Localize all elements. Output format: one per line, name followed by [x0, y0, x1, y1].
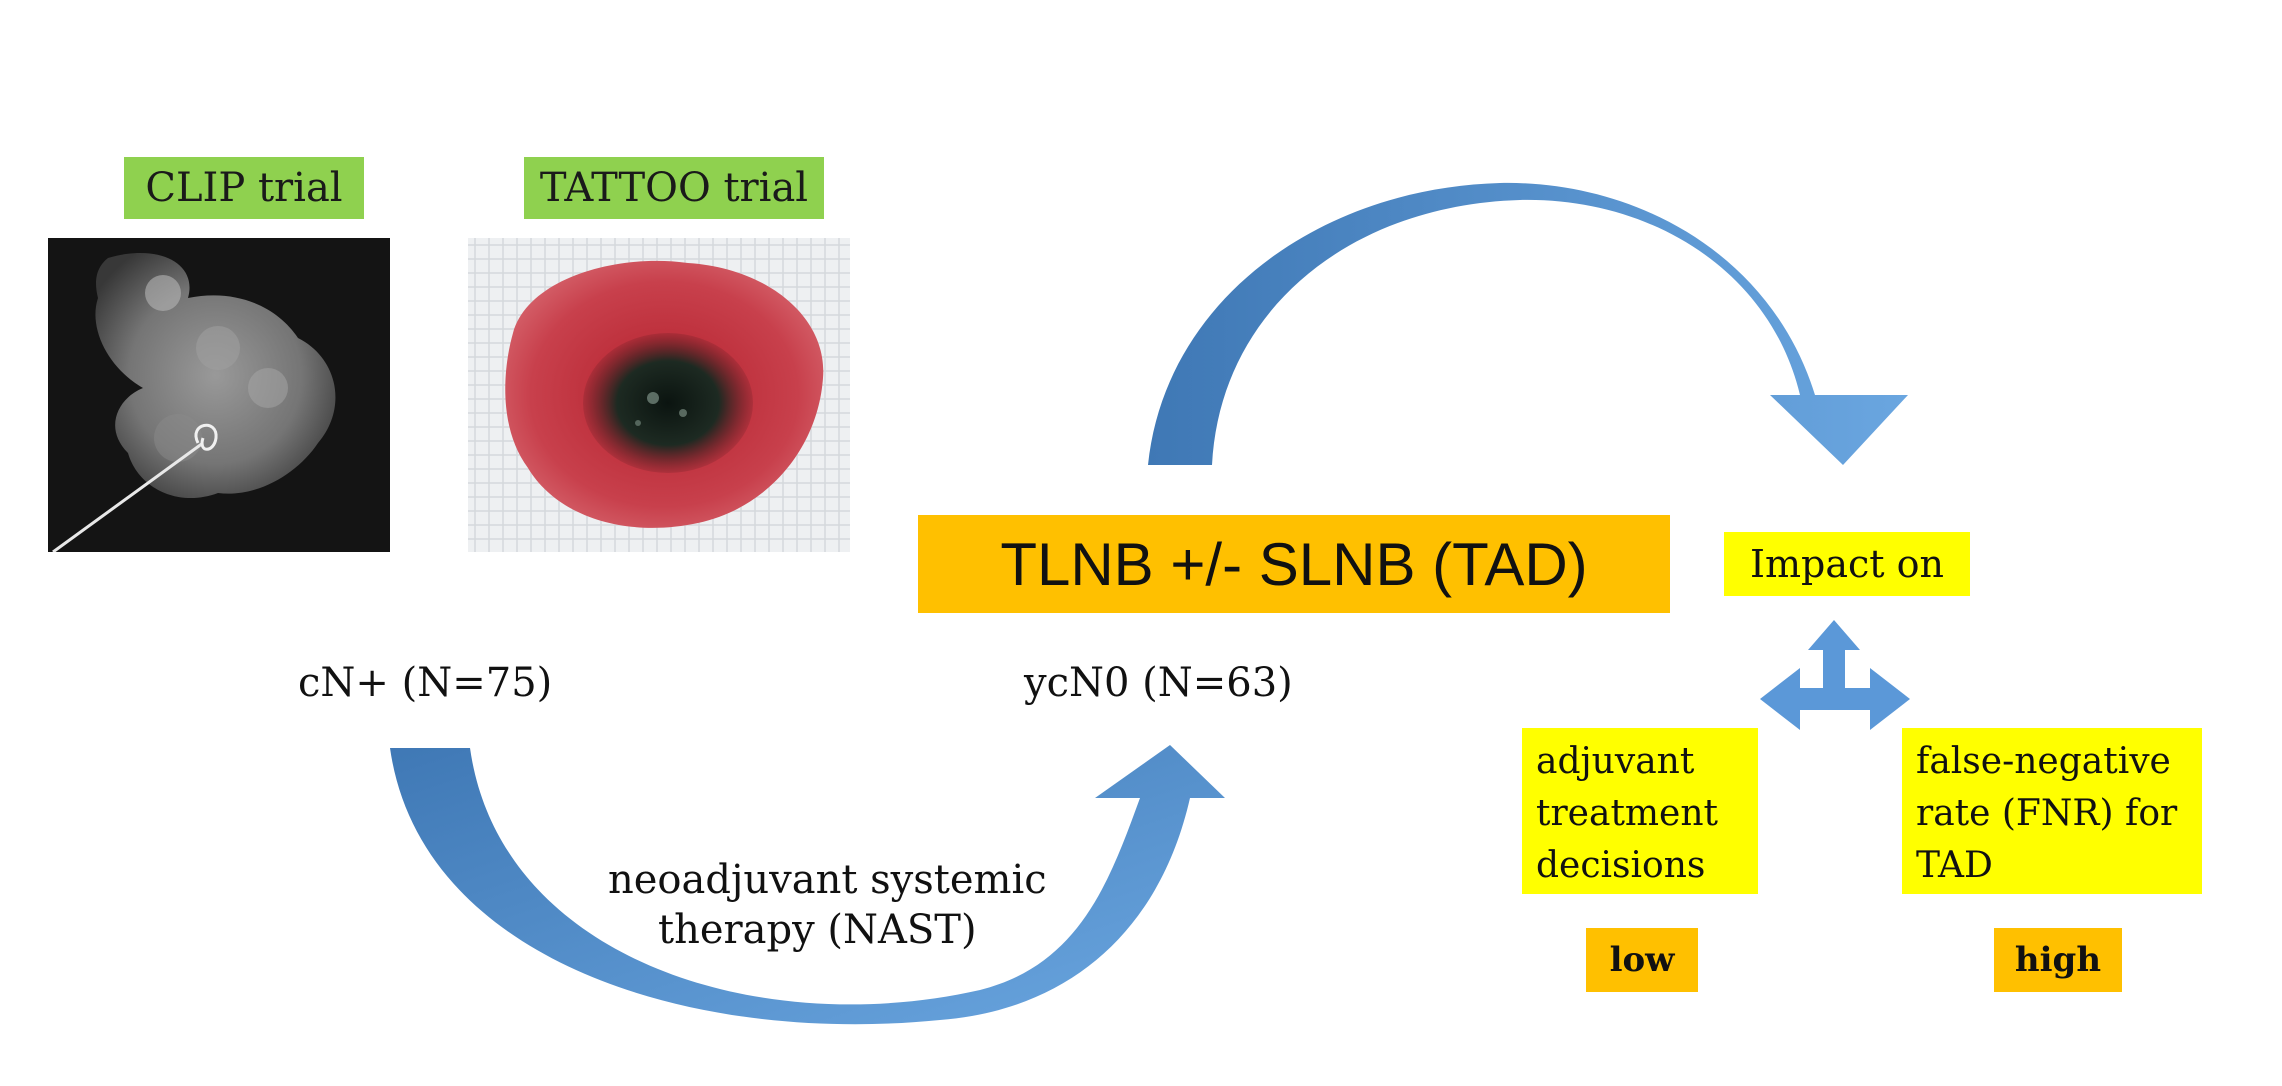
nast-label: neoadjuvant systemic therapy (NAST): [608, 855, 1047, 955]
fnr-line2: rate (FNR) for: [1916, 793, 2178, 834]
impact-high-text: high: [2014, 940, 2102, 980]
adjuvant-line1: adjuvant: [1536, 741, 1695, 782]
nast-line1: neoadjuvant systemic: [608, 857, 1047, 903]
nast-curved-arrow: [390, 745, 1225, 1025]
tad-procedure-text: TLNB +/- SLNB (TAD): [1000, 530, 1588, 598]
impact-title-box: Impact on: [1724, 532, 1970, 596]
tattoo-specimen-image: [468, 238, 850, 552]
impact-high-badge: high: [1994, 928, 2122, 992]
clip-xray-image: [48, 238, 390, 552]
three-way-arrow: [1760, 620, 1910, 730]
tattoo-trial-text: TATTOO trial: [539, 165, 809, 211]
adjuvant-line2: treatment: [1536, 793, 1719, 834]
adjuvant-decisions-box: adjuvant treatment decisions: [1522, 728, 1758, 894]
fnr-box: false-negative rate (FNR) for TAD: [1902, 728, 2202, 894]
tad-curved-arrow: [1148, 182, 1908, 466]
post-therapy-node-status: ycN0 (N=63): [1024, 660, 1293, 706]
fnr-line3: TAD: [1916, 845, 1993, 886]
baseline-node-status: cN+ (N=75): [298, 660, 553, 706]
fnr-line1: false-negative: [1916, 741, 2171, 782]
adjuvant-line3: decisions: [1536, 845, 1706, 886]
clip-trial-label: CLIP trial: [124, 157, 364, 219]
tattoo-trial-label: TATTOO trial: [524, 157, 824, 219]
impact-low-text: low: [1609, 940, 1675, 980]
clip-trial-text: CLIP trial: [145, 165, 343, 211]
impact-title-text: Impact on: [1749, 542, 1944, 586]
nast-line2: therapy (NAST): [658, 907, 977, 953]
impact-low-badge: low: [1586, 928, 1698, 992]
tad-procedure-box: TLNB +/- SLNB (TAD): [918, 515, 1670, 613]
